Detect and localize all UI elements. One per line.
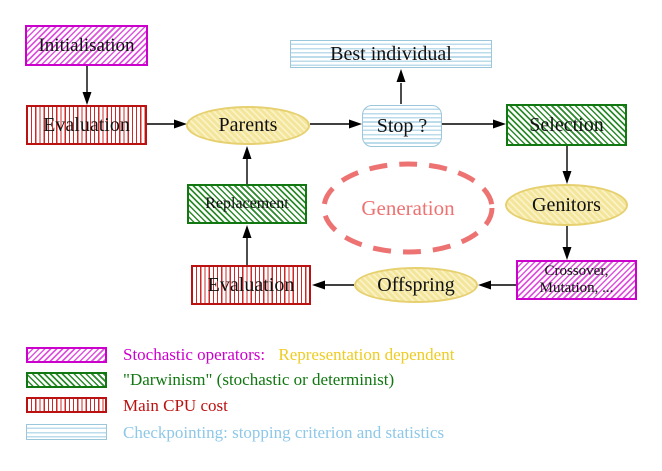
node-generation: Generation	[324, 163, 492, 253]
node-genitors: Genitors	[505, 184, 628, 226]
node-evaluation-bottom: Evaluation	[191, 265, 311, 305]
legend-text-main-cpu-cost: Main CPU cost	[123, 396, 228, 415]
legend-label-checkpointing: Checkpointing: stopping criterion and st…	[123, 424, 444, 442]
node-initialisation: Initialisation	[25, 25, 148, 66]
legend-label-main-cpu-cost: Main CPU cost	[123, 397, 228, 415]
node-offspring-label: Offspring	[377, 273, 455, 296]
node-replacement-label: Replacement	[205, 194, 289, 212]
legend-label-darwinism: "Darwinism" (stochastic or determinist)	[123, 371, 394, 389]
node-crossover-mutation: Crossover, Mutation, ...	[516, 260, 637, 300]
legend-label-stochastic-operators: Stochastic operators: Representation dep…	[123, 346, 454, 364]
arrow-stop-to-selection	[442, 119, 506, 129]
arrow-offspring-to-evaluation	[312, 280, 354, 290]
legend-swatch-darwinism	[26, 372, 107, 388]
node-crossover-line2: Mutation, ...	[539, 280, 614, 296]
node-stop-label: Stop ?	[376, 114, 428, 137]
node-evaluation-bottom-label: Evaluation	[207, 273, 295, 296]
node-evaluation-top: Evaluation	[26, 105, 147, 145]
legend-text-stochastic-operators: Stochastic operators:	[123, 345, 266, 364]
node-parents: Parents	[186, 106, 310, 145]
node-best-individual: Best individual	[290, 40, 492, 68]
node-parents-label: Parents	[218, 114, 278, 136]
node-crossover-line1: Crossover,	[544, 263, 609, 279]
node-evaluation-top-label: Evaluation	[43, 113, 130, 136]
legend-text-representation-dependent: Representation dependent	[278, 345, 455, 364]
legend-text-checkpointing: Checkpointing: stopping criterion and st…	[123, 423, 445, 442]
node-selection-label: Selection	[529, 113, 604, 136]
node-genitors-label: Genitors	[532, 193, 601, 216]
arrow-evaluation-to-parents	[147, 119, 187, 129]
node-initialisation-label: Initialisation	[38, 34, 135, 56]
arrow-replacement-to-parents	[242, 146, 252, 184]
legend-swatch-stochastic-operators	[26, 347, 107, 363]
legend-swatch-checkpointing	[26, 424, 107, 440]
node-generation-label: Generation	[361, 195, 455, 220]
arrow-evaluation-to-replacement	[242, 225, 252, 265]
node-best-individual-label: Best individual	[330, 42, 452, 65]
arrow-crossover-to-offspring	[478, 280, 516, 290]
arrow-stop-to-best-individual	[396, 69, 406, 104]
legend-text-darwinism: "Darwinism" (stochastic or determinist)	[123, 370, 395, 389]
node-replacement: Replacement	[187, 184, 307, 224]
arrow-genitors-to-crossover	[562, 226, 572, 260]
legend-swatch-main-cpu-cost	[26, 397, 107, 413]
generation-dashed-ellipse	[321, 161, 495, 255]
node-selection: Selection	[506, 104, 627, 146]
arrow-parents-to-stop	[310, 119, 362, 129]
arrow-initialisation-to-evaluation	[82, 66, 92, 105]
node-offspring: Offspring	[354, 267, 478, 303]
arrow-selection-to-genitors	[562, 146, 572, 184]
node-stop: Stop ?	[362, 105, 442, 147]
